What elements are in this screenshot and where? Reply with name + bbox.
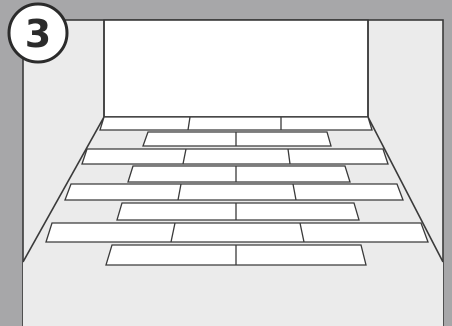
plank-joint: [292, 183, 297, 201]
floor-left-edge: [22, 116, 105, 263]
step-badge: 3: [7, 2, 69, 64]
floor-right-edge: [367, 116, 444, 263]
floor-planks: [45, 116, 429, 266]
step-badge-circle: [7, 2, 69, 64]
plank-row-4: [127, 165, 351, 183]
plank-row-3: [81, 148, 389, 165]
plank-joint: [177, 183, 182, 201]
step-number: 3: [25, 12, 51, 56]
plank-row-6: [116, 202, 360, 221]
plank-row-7: [45, 222, 429, 243]
plank-joint: [187, 116, 191, 131]
plank-joint: [299, 222, 305, 243]
plank-joint: [287, 148, 291, 165]
back-wall: [103, 19, 369, 118]
plank-joint: [182, 148, 187, 165]
plank-joint: [170, 222, 176, 243]
plank-row-2: [142, 131, 332, 147]
plank-row-5: [64, 183, 404, 201]
plank-row-1: [99, 116, 373, 131]
